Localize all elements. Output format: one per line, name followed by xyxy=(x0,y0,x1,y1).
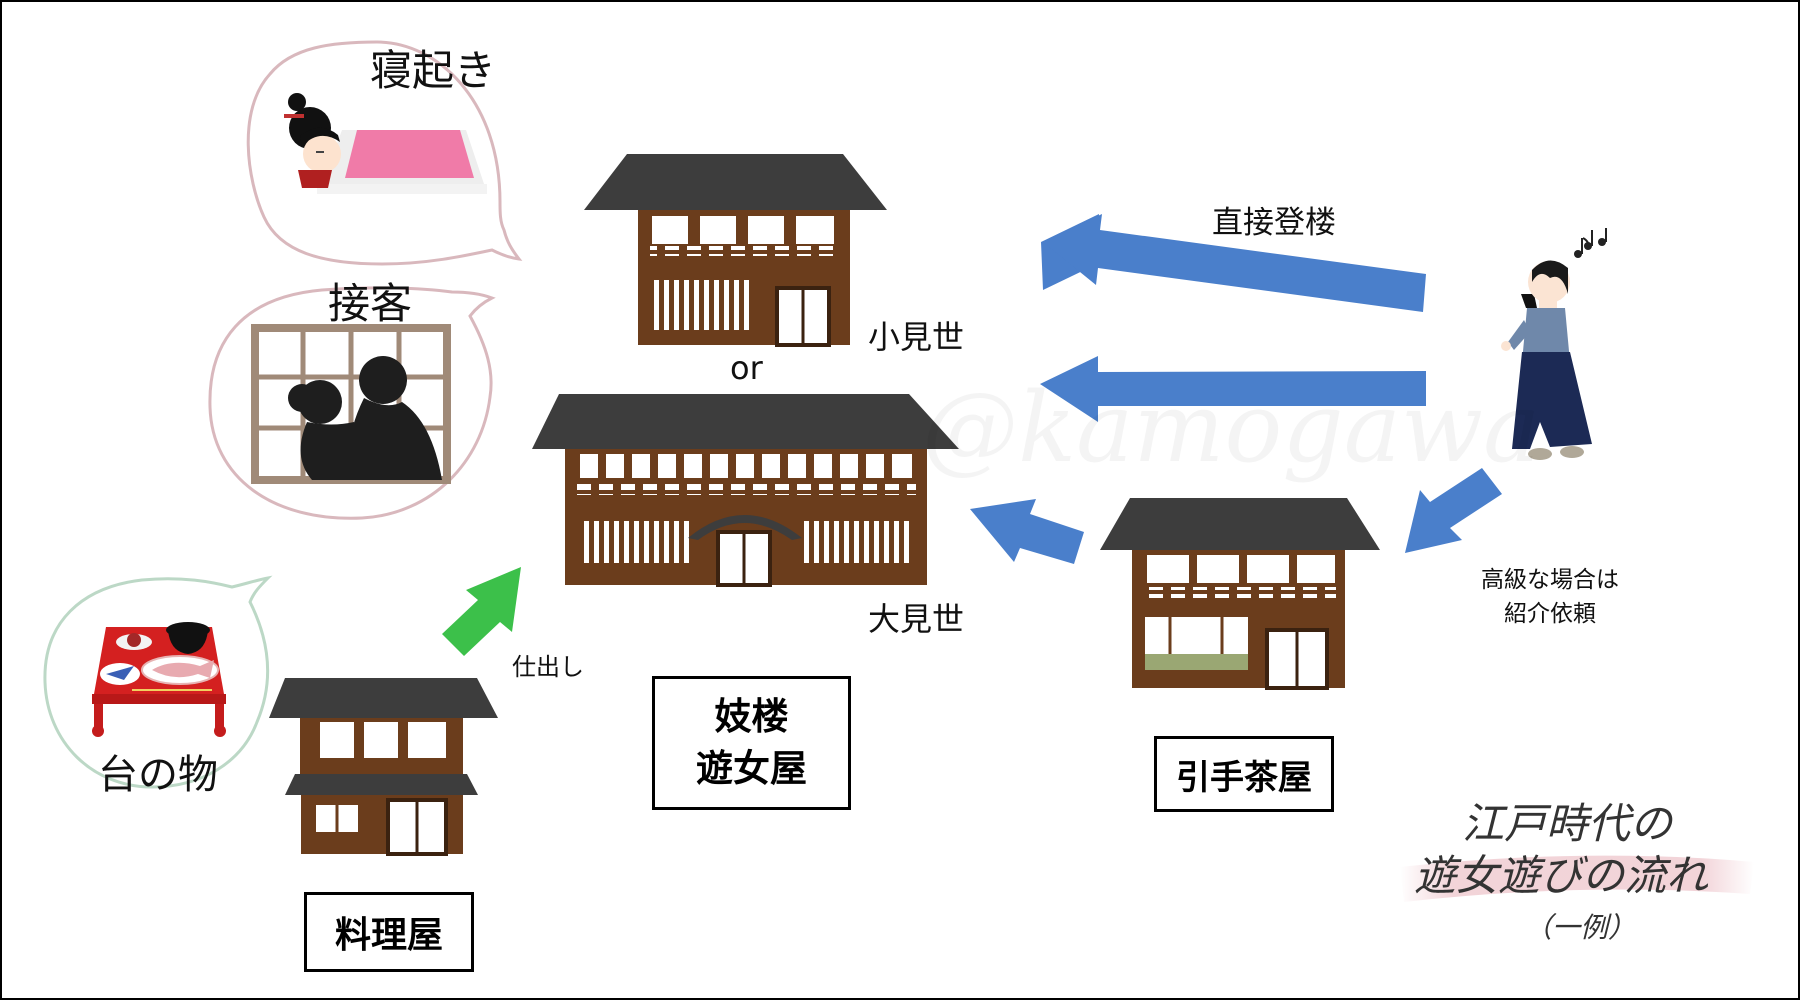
restaurant-box: 料理屋 xyxy=(304,892,474,972)
caption-line3: （一例） xyxy=(1524,911,1637,944)
introduction-label-line1: 高級な場合は xyxy=(1481,567,1619,593)
teahouse-box: 引手茶屋 xyxy=(1154,736,1334,812)
caption-line1: 江戸時代の xyxy=(1462,799,1673,848)
or-label: or xyxy=(730,349,763,387)
direct-visit-label: 直接登楼 xyxy=(1212,205,1336,241)
futon-icon xyxy=(345,130,474,178)
large-shop-label: 大見世 xyxy=(868,600,965,638)
small-shop-building-icon xyxy=(584,154,887,347)
brothel-box: 妓楼 遊女屋 xyxy=(652,676,851,810)
waking-label: 寝起き xyxy=(370,46,497,95)
catering-label: 仕出し xyxy=(512,653,584,681)
caption-line2: 遊女遊びの流れ xyxy=(1414,851,1709,900)
service-bubble xyxy=(208,286,496,520)
music-note-icon xyxy=(1574,228,1607,258)
restaurant-label: 料理屋 xyxy=(334,915,443,956)
catering-arrow xyxy=(442,567,521,656)
direct-visit-arrow xyxy=(1041,214,1426,312)
large-shop-building-icon xyxy=(532,394,959,587)
introduction-label-line2: 紹介依頼 xyxy=(1504,601,1596,627)
small-shop-label: 小見世 xyxy=(868,318,965,356)
brothel-label-line1: 妓楼 xyxy=(714,695,789,739)
customer-samurai-icon xyxy=(1501,228,1607,460)
customer-to-teahouse-arrow xyxy=(1405,468,1502,553)
introduction-arrow xyxy=(1040,356,1426,422)
dishes-bubble xyxy=(43,575,273,789)
service-label: 接客 xyxy=(328,279,413,328)
brothel-label-line2: 遊女屋 xyxy=(696,747,807,790)
teahouse-label: 引手茶屋 xyxy=(1176,757,1312,798)
teahouse-to-brothel-arrow xyxy=(970,499,1084,564)
caption-brush-stroke xyxy=(1400,855,1754,902)
dishes-label: 台の物 xyxy=(98,752,218,798)
couple-silhouette-icon xyxy=(288,356,442,480)
teahouse-building-icon xyxy=(1100,498,1380,690)
sleeping-woman-icon xyxy=(284,93,341,188)
waking-bubble xyxy=(246,40,523,266)
restaurant-building-icon xyxy=(269,678,498,856)
food-tray-icon xyxy=(92,622,226,737)
